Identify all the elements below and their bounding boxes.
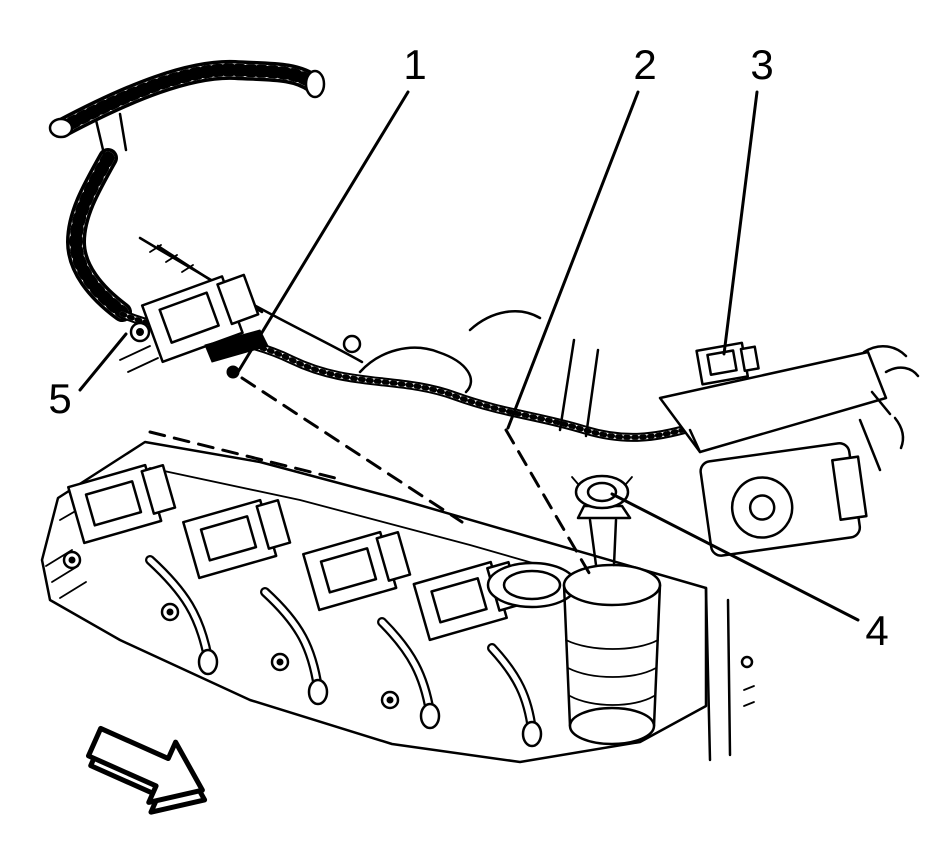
leader-lines [78,90,860,622]
callout-3: 3 [750,41,774,88]
leader-line-3 [722,90,759,356]
front-direction-arrow [85,725,208,815]
leader-dash-2 [240,376,464,524]
callout-5: 5 [48,375,72,422]
valve-cover [40,440,708,764]
callout-2: 2 [633,41,657,88]
leader-line-5 [78,332,128,392]
leader-dash-1 [148,430,337,480]
canister-assembly [562,474,662,746]
leader-line-1 [236,90,410,374]
callout-1: 1 [403,41,427,88]
coil-module-left [119,273,269,379]
corrugated-harness-conduit [48,59,326,322]
callout-4: 4 [865,607,889,654]
leader-line-2 [506,90,640,430]
leader-dash-3 [504,428,594,580]
leader-line-4 [610,492,860,622]
right-bracket-assembly [658,341,920,762]
